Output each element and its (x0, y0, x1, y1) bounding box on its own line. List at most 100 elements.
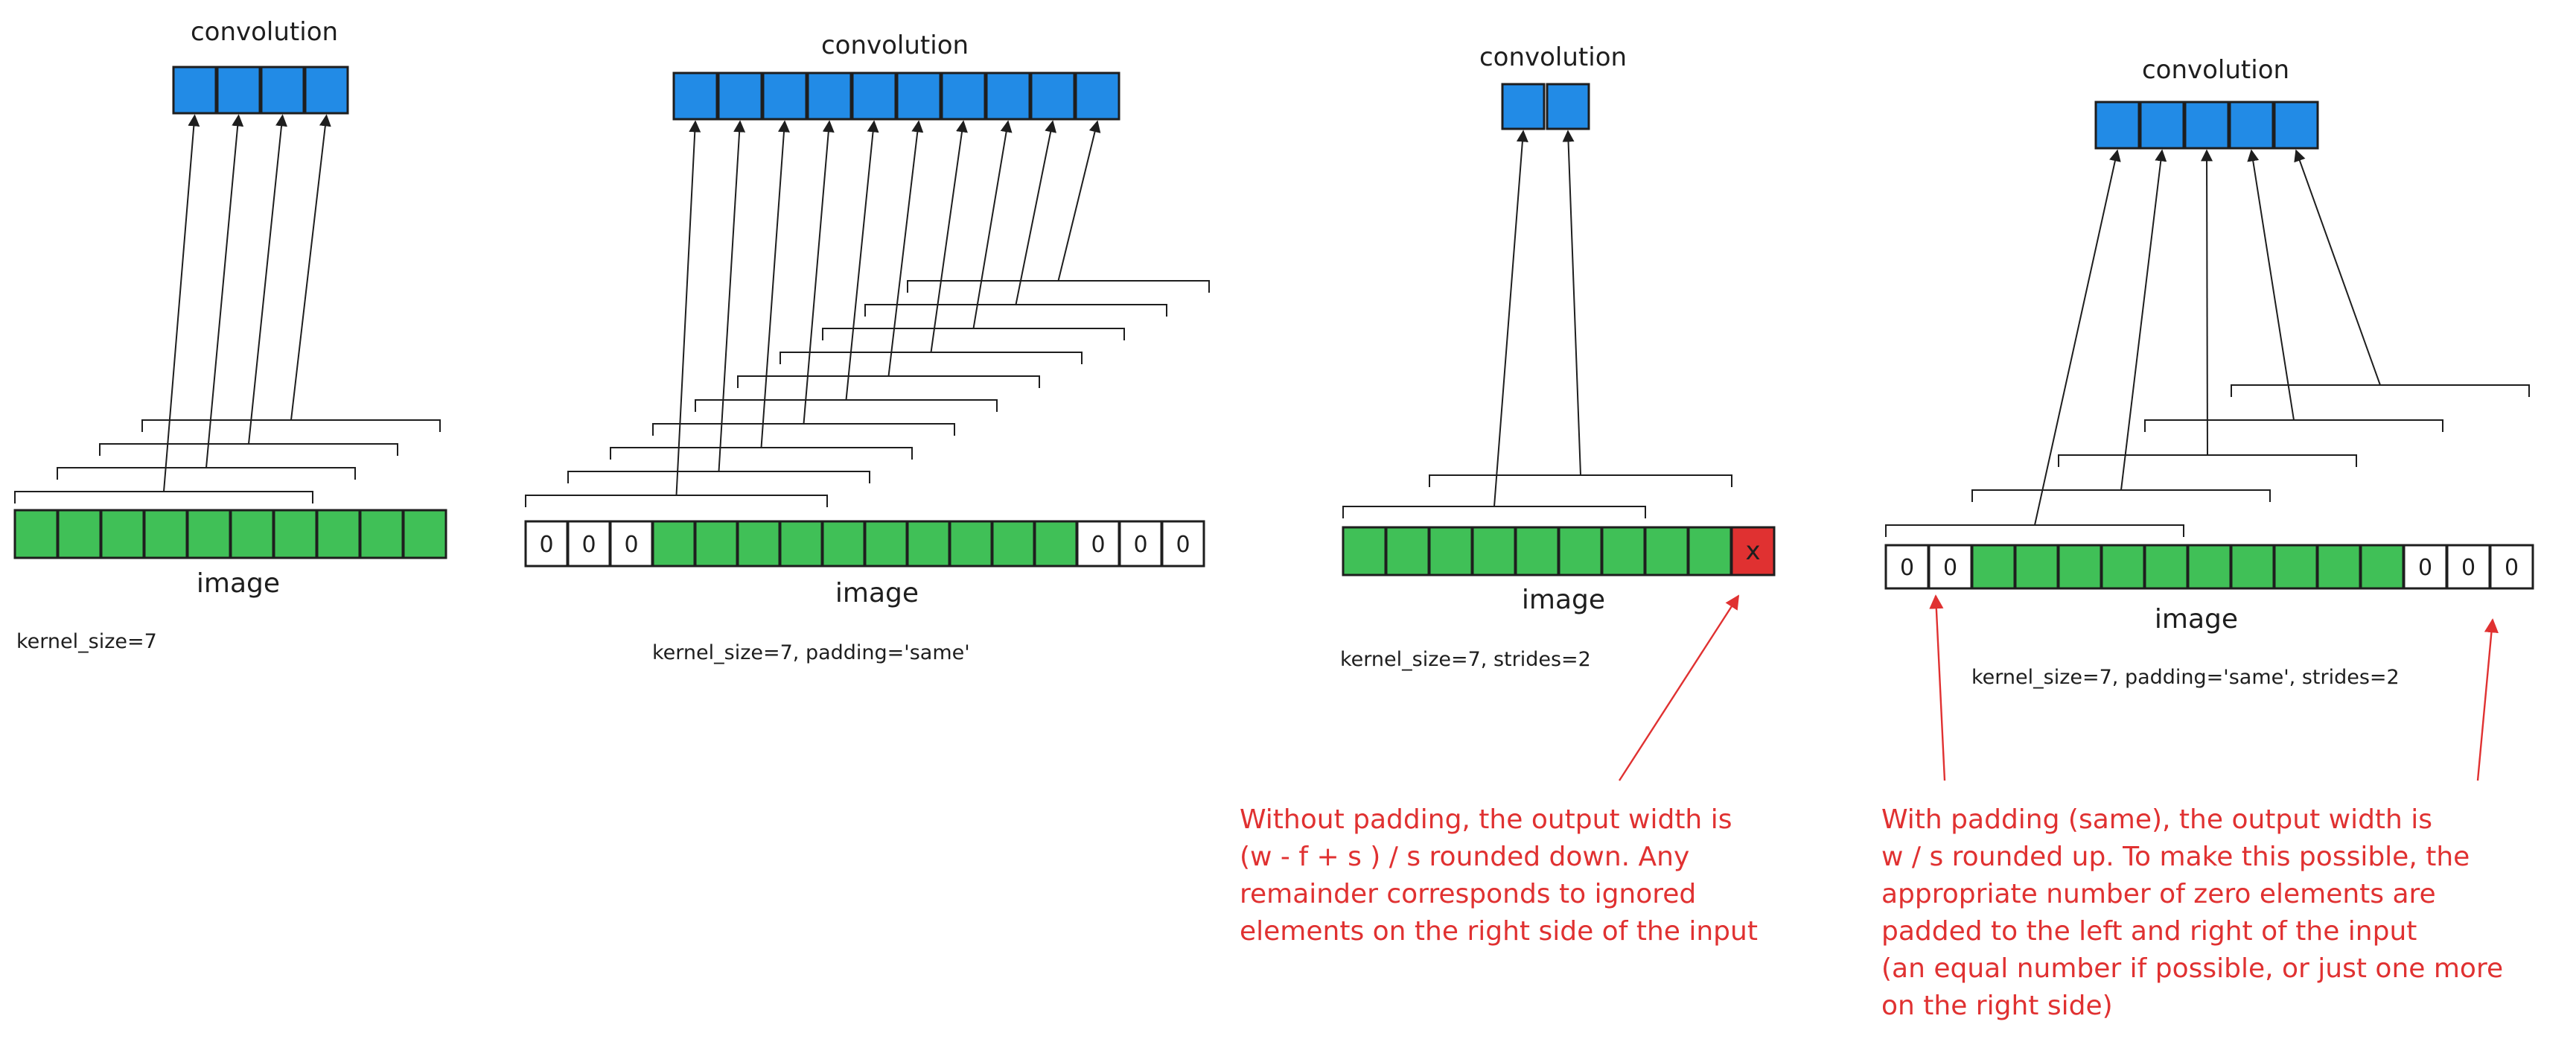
zero-pad-value: 0 (2461, 555, 2475, 581)
zero-pad-value: 0 (2505, 555, 2519, 581)
zero-pad-value: 0 (1091, 532, 1105, 558)
input-cell (1687, 526, 1732, 576)
kernel-to-output-arrow (2120, 149, 2167, 491)
panel-3: convolution x image kernel_size=7, strid… (1240, 42, 1776, 947)
zero-pad-value: 0 (624, 532, 638, 558)
kernel-to-output-arrow (248, 114, 287, 445)
annotation-line: on the right side) (1881, 991, 2113, 1021)
kernel-window-bracket (907, 280, 1210, 293)
zero-pad-cell (609, 520, 654, 568)
panel-3-connections (1342, 130, 1732, 518)
annotation-line: (an equal number if possible, or just on… (1881, 953, 2503, 984)
output-cell (806, 72, 852, 121)
kernel-window-bracket (737, 375, 1040, 388)
input-cell (229, 509, 275, 559)
input-cell (736, 520, 781, 568)
input-cell (991, 520, 1036, 568)
panel-1-output-title: convolution (191, 17, 338, 47)
panel-3-output-title: convolution (1479, 42, 1627, 72)
panel-2-output-title: convolution (821, 31, 969, 60)
annotation-line: padded to the left and right of the inpu… (1881, 916, 2417, 947)
annotation-line: w / s rounded up. To make this possible,… (1881, 842, 2470, 872)
kernel-window-bracket (99, 443, 398, 456)
kernel-to-output-arrow (1057, 120, 1101, 282)
kernel-window-bracket (822, 328, 1125, 340)
panel-1: convolution image kernel_size=7 (13, 17, 447, 653)
input-cell (2230, 544, 2275, 590)
output-cell (1501, 83, 1546, 130)
output-cell (260, 66, 305, 115)
panel-4-left-arrow (1929, 594, 1946, 781)
input-cell (359, 509, 404, 559)
kernel-to-output-arrow (1562, 130, 1581, 476)
zero-pad-value: 0 (539, 532, 553, 558)
zero-pad-value: 0 (2418, 555, 2432, 581)
input-cell (2014, 544, 2059, 590)
kernel-to-output-arrow (845, 120, 879, 401)
panel-4-right-arrow (2476, 618, 2499, 781)
panel-3-annotation-arrow (1618, 594, 1740, 781)
output-cell (940, 72, 986, 121)
output-cell (762, 72, 808, 121)
panel-4-connections (1885, 149, 2530, 537)
output-cell (2094, 101, 2140, 150)
output-cell (1546, 83, 1590, 130)
zero-pad-cell (1118, 520, 1163, 568)
panel-3-caption: kernel_size=7, strides=2 (1340, 648, 1591, 671)
input-cell (13, 509, 59, 559)
input-cell (1644, 526, 1689, 576)
zero-pad-value: 0 (1133, 532, 1147, 558)
output-cell (1030, 72, 1076, 121)
panel-1-caption: kernel_size=7 (16, 630, 157, 653)
output-cell (2139, 101, 2185, 150)
kernel-window-bracket (141, 419, 441, 432)
kernel-to-output-arrow (2294, 149, 2381, 386)
panel-4-caption: kernel_size=7, padding='same', strides=2 (1971, 666, 2400, 689)
panel-1-input-row (13, 509, 447, 559)
kernel-window-bracket (1971, 489, 2271, 502)
zero-pad-cell (524, 520, 569, 568)
kernel-window-bracket (780, 352, 1083, 364)
kernel-window-bracket (695, 399, 998, 412)
zero-pad-cell (2489, 544, 2534, 590)
output-cell (2184, 101, 2230, 150)
kernel-to-output-arrow (930, 120, 968, 353)
zero-pad-cell (2403, 544, 2448, 590)
input-cell (864, 520, 908, 568)
kernel-window-bracket (567, 471, 870, 483)
output-cell (985, 72, 1031, 121)
zero-pad-value: 0 (1900, 555, 1914, 581)
output-cell (2273, 101, 2319, 150)
panel-4-output-row (2094, 101, 2319, 150)
input-cell (143, 509, 188, 559)
annotation-line: (w - f + s ) / s rounded down. Any (1240, 842, 1689, 872)
input-cell (186, 509, 232, 559)
kernel-to-output-arrow (972, 120, 1013, 329)
input-cell (1033, 520, 1078, 568)
output-cell (172, 66, 217, 115)
input-cell (2100, 544, 2146, 590)
panel-3-output-row (1501, 83, 1590, 130)
input-cell (2143, 544, 2189, 590)
output-cell (2228, 101, 2274, 150)
panel-1-output-row (172, 66, 349, 115)
ignored-input-cell (1730, 526, 1776, 576)
output-cell (304, 66, 349, 115)
input-cell (2359, 544, 2405, 590)
ignored-marker: x (1745, 536, 1760, 566)
panel-2-caption: kernel_size=7, padding='same' (652, 641, 970, 664)
zero-pad-cell (1161, 520, 1205, 568)
kernel-to-output-arrow (1493, 130, 1528, 507)
kernel-to-output-arrow (887, 120, 924, 377)
annotation-line: appropriate number of zero elements are (1881, 879, 2436, 909)
kernel-to-output-arrow (803, 120, 835, 425)
kernel-to-output-arrow (2247, 149, 2295, 421)
annotation-line: elements on the right side of the input (1240, 916, 1758, 947)
kernel-to-output-arrow (205, 114, 244, 468)
panel-2-input-label: image (835, 578, 919, 609)
input-cell (906, 520, 951, 568)
panel-3-input-row: x (1342, 526, 1776, 576)
